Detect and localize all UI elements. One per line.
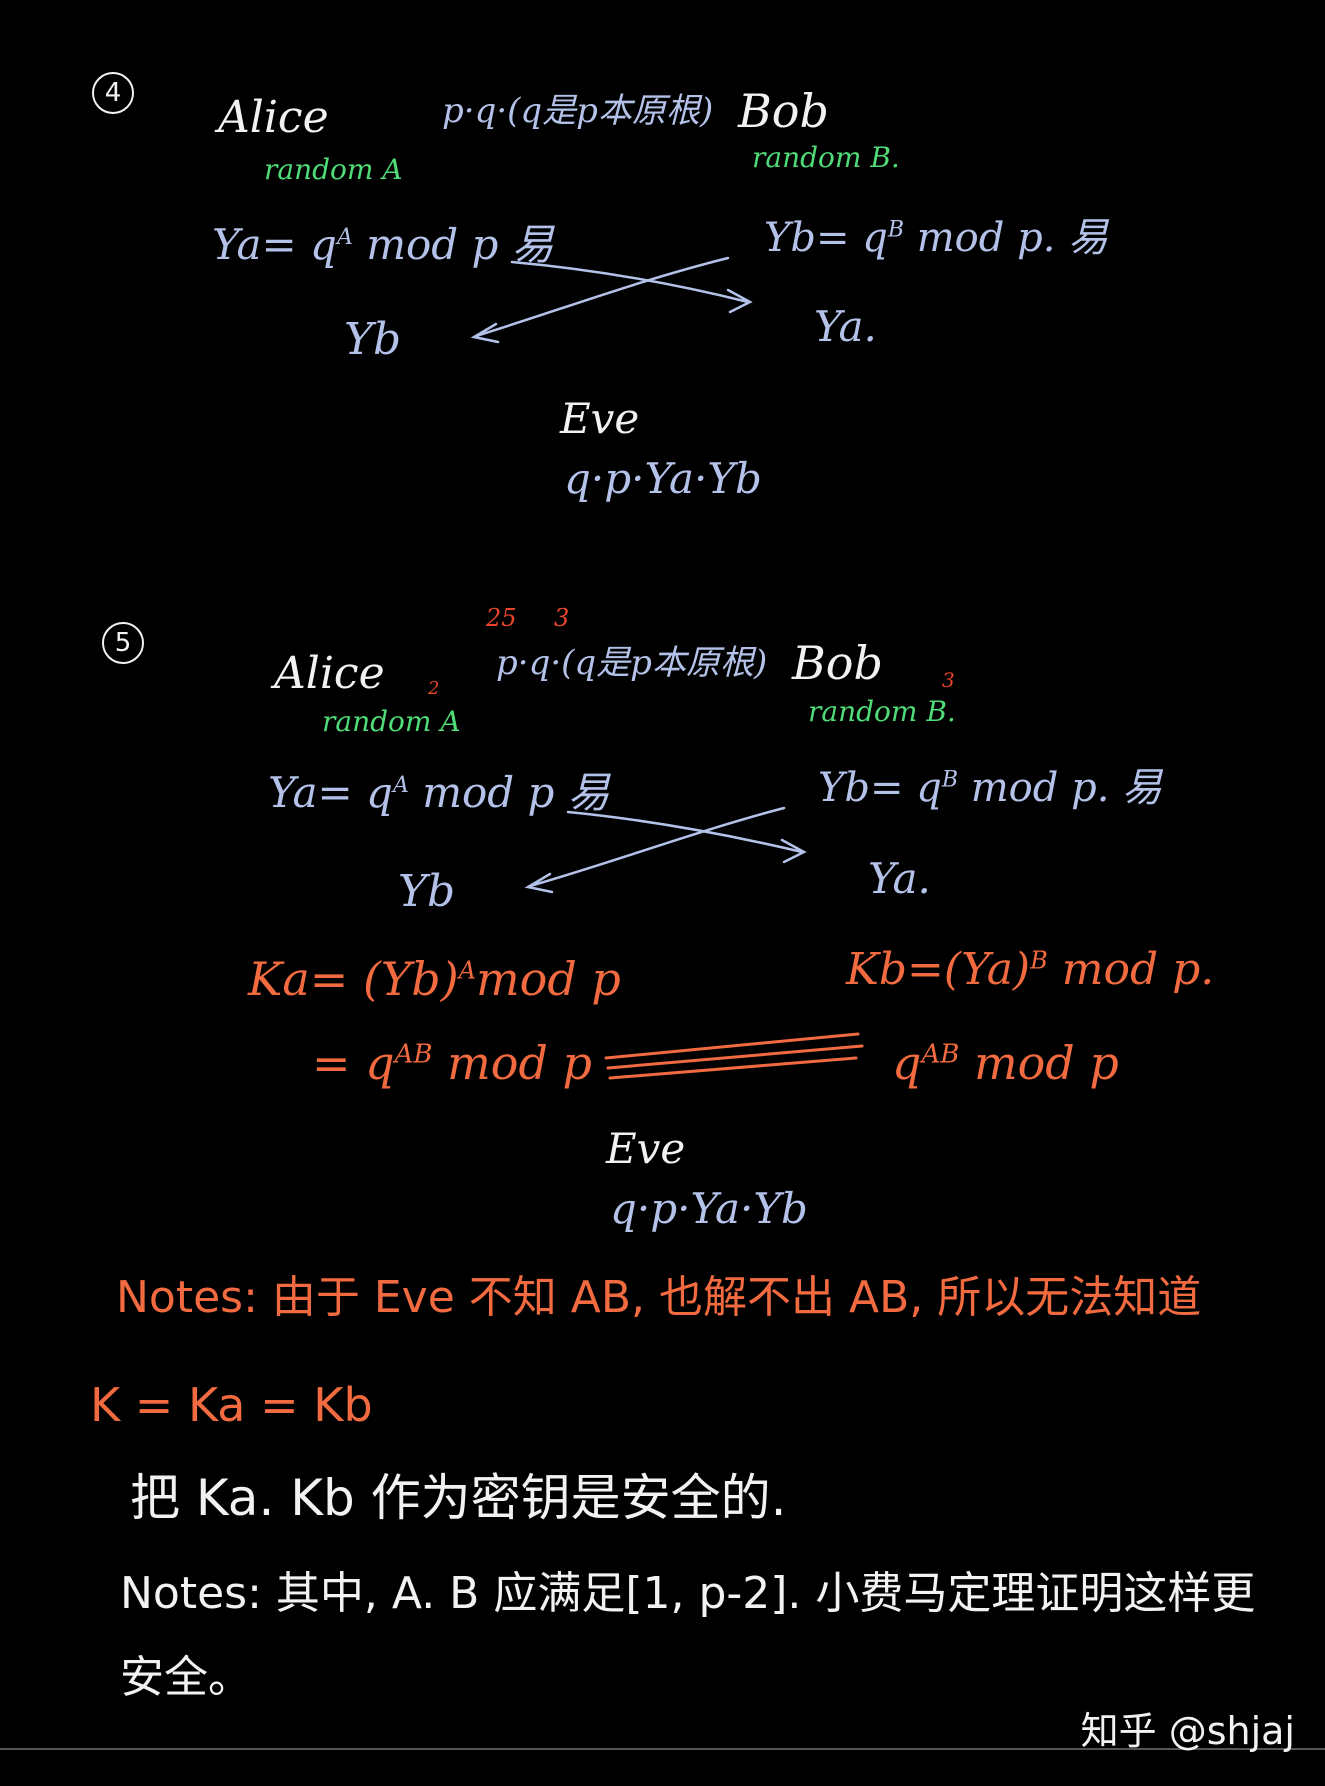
- yb-rest: mod p. 易: [916, 215, 1109, 261]
- bob-shared-key-formula: Kb=(Ya)B mod p.: [846, 948, 1214, 992]
- section-4-number: 4: [92, 72, 134, 114]
- a-example-value: 2: [428, 678, 440, 699]
- alice-received-value-2: Yb: [398, 866, 456, 917]
- arrow-bob-to-alice: [474, 256, 730, 338]
- kb-exponent: B: [1030, 946, 1048, 975]
- note-key-secure: 把 Ka. Kb 作为密钥是安全的.: [130, 1469, 787, 1527]
- bob-shared-key-result: qAB mod p: [892, 1040, 1119, 1086]
- ka-exponent: A: [458, 956, 477, 985]
- note-range-condition-cont: 安全。: [120, 1652, 252, 1703]
- yb-exponent: B: [887, 217, 905, 243]
- note-range-condition: Notes: 其中, A. B 应满足[1, p-2]. 小费马定理证明这样更: [120, 1568, 1256, 1619]
- ka-result-pre: = q: [312, 1036, 395, 1090]
- kb-result-rest: mod p: [973, 1036, 1119, 1090]
- arrow-alice-to-bob-head: [726, 288, 753, 314]
- bob-public-key-formula: Yb= qB mod p. 易: [764, 218, 1108, 258]
- alice-public-key-formula: Ya= qA mod p 易: [212, 224, 554, 266]
- alice-label: Alice: [218, 92, 329, 143]
- q-example-value: 3: [554, 604, 570, 632]
- bob-public-key-formula-2: Yb= qB mod p. 易: [818, 768, 1162, 808]
- arrow-alice-to-bob-2: [566, 810, 804, 854]
- bob-label-2: Bob: [792, 636, 883, 690]
- alice-public-key-formula-2: Ya= qA mod p 易: [268, 772, 610, 814]
- alice-label-2: Alice: [274, 648, 385, 699]
- ka-rest: mod p: [476, 952, 621, 1006]
- kb-result-pre: q: [892, 1036, 922, 1090]
- yb-rest-2: mod p. 易: [970, 765, 1163, 811]
- note-shared-key-equality: K = Ka = Kb: [90, 1378, 373, 1432]
- bob-received-value: Ya.: [814, 302, 877, 351]
- note-eve-cannot-derive: Notes: 由于 Eve 不知 AB, 也解不出 AB, 所以无法知道: [116, 1272, 1202, 1323]
- arrow-alice-to-bob: [510, 260, 750, 304]
- yb-exponent-2: B: [941, 767, 959, 793]
- yb-eq-2: Yb= q: [818, 765, 942, 811]
- ka-eq: Ka= (Yb): [248, 952, 459, 1006]
- b-example-value: 3: [942, 668, 955, 692]
- eve-label-2: Eve: [606, 1124, 686, 1173]
- ya-exponent: A: [336, 225, 353, 250]
- arrow-bob-to-alice-2-head: [524, 872, 554, 894]
- ya-eq-2: Ya= q: [268, 768, 393, 817]
- alice-shared-key-result: = qAB mod p: [312, 1040, 592, 1086]
- ya-rest: mod p 易: [366, 220, 554, 269]
- ka-result-rest: mod p: [447, 1036, 592, 1090]
- bob-label: Bob: [738, 84, 829, 138]
- watermark: 知乎 @shjaj: [1080, 1709, 1295, 1753]
- arrow-bob-to-alice-2: [528, 806, 786, 888]
- ya-rest-2: mod p 易: [422, 768, 610, 817]
- arrow-alice-to-bob-2-head: [780, 838, 807, 864]
- params-label: p·q·(q是p本原根): [442, 91, 714, 131]
- equality-line-bottom: [608, 1056, 858, 1080]
- arrow-bob-to-alice-head: [470, 322, 500, 344]
- ya-exponent-2: A: [392, 773, 409, 798]
- alice-random-label-2: random A: [322, 705, 461, 738]
- equality-line-top: [604, 1032, 860, 1060]
- kb-result-exponent: AB: [921, 1039, 960, 1070]
- kb-rest: mod p.: [1061, 944, 1215, 995]
- alice-received-value: Yb: [344, 314, 402, 365]
- alice-shared-key-formula: Ka= (Yb)Amod p: [248, 956, 621, 1002]
- ya-eq: Ya= q: [212, 220, 337, 269]
- ka-result-exponent: AB: [394, 1039, 433, 1070]
- eve-label: Eve: [560, 394, 640, 443]
- p-example-value: 25: [486, 604, 517, 632]
- equality-line-middle: [606, 1044, 864, 1070]
- footer-divider: [0, 1748, 1325, 1750]
- kb-eq: Kb=(Ya): [846, 944, 1031, 995]
- bob-random-label-2: random B.: [808, 695, 956, 728]
- eve-known-values: q·p·Ya·Yb: [564, 454, 762, 503]
- yb-eq: Yb= q: [764, 215, 888, 261]
- params-label-2: p·q·(q是p本原根): [496, 643, 768, 683]
- section-5-number: 5: [102, 622, 144, 664]
- eve-known-values-2: q·p·Ya·Yb: [610, 1184, 808, 1233]
- alice-random-label: random A: [264, 153, 403, 186]
- bob-received-value-2: Ya.: [868, 854, 931, 903]
- bob-random-label: random B.: [752, 141, 900, 174]
